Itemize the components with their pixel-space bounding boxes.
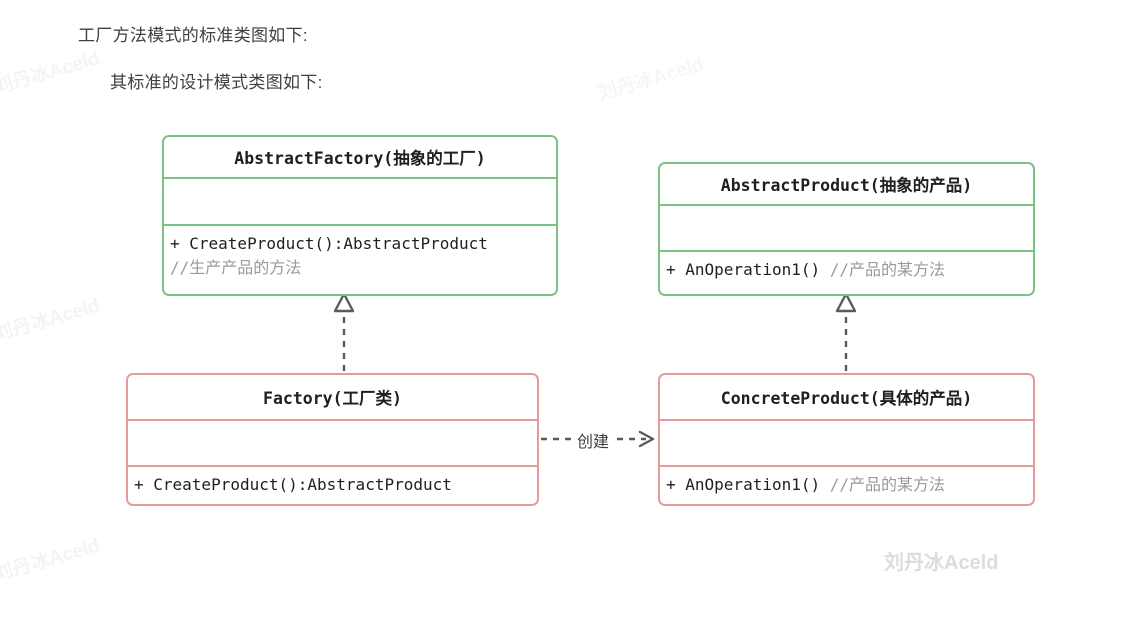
relation-label-create: 创建 — [575, 428, 612, 452]
operation-comment: //生产产品的方法 — [170, 258, 302, 278]
class-title-abstract-product: AbstractProduct(抽象的产品) — [720, 176, 973, 195]
watermark: 刘丹冰Aceld — [0, 535, 103, 586]
relation-factory-realizes-abstract-factory — [333, 292, 355, 371]
class-attributes-factory — [128, 421, 537, 465]
class-attributes-abstract-factory — [164, 179, 556, 224]
operation-row: + CreateProduct():AbstractProduct — [134, 475, 452, 494]
class-divider — [660, 204, 1033, 206]
class-attributes-abstract-product — [660, 206, 1033, 250]
operation-signature: + AnOperation1() — [666, 475, 821, 494]
operation-comment: //产品的某方法 — [829, 260, 946, 279]
watermark: 刘丹冰Aceld — [0, 295, 103, 346]
operation-comment: //产品的某方法 — [829, 475, 946, 494]
uml-class-factory[interactable]: Factory(工厂类) + CreateProduct():AbstractP… — [126, 373, 539, 506]
class-divider — [164, 224, 556, 226]
class-divider — [164, 177, 556, 179]
class-divider — [660, 465, 1033, 467]
operation-row: + CreateProduct():AbstractProduct — [170, 234, 488, 253]
class-operations-abstract-product: + AnOperation1() //产品的某方法 — [660, 252, 1033, 294]
heading-line-2: 其标准的设计模式类图如下: — [110, 73, 323, 92]
class-divider — [660, 250, 1033, 252]
uml-class-abstract-product[interactable]: AbstractProduct(抽象的产品) + AnOperation1() … — [658, 162, 1035, 296]
uml-class-abstract-factory[interactable]: AbstractFactory(抽象的工厂) + CreateProduct()… — [162, 135, 558, 296]
watermark: 刘丹冰Aceld — [595, 54, 707, 105]
class-divider — [660, 419, 1033, 421]
operation-signature: + AnOperation1() — [666, 260, 821, 279]
class-title-concrete-product: ConcreteProduct(具体的产品) — [720, 389, 973, 408]
class-operations-abstract-factory: + CreateProduct():AbstractProduct //生产产品… — [164, 226, 556, 294]
class-attributes-concrete-product — [660, 421, 1033, 465]
class-operations-concrete-product: + AnOperation1() //产品的某方法 — [660, 467, 1033, 504]
class-divider — [128, 419, 537, 421]
uml-class-concrete-product[interactable]: ConcreteProduct(具体的产品) + AnOperation1() … — [658, 373, 1035, 506]
relation-concrete-product-realizes-abstract-product — [835, 292, 857, 371]
heading-line-1: 工厂方法模式的标准类图如下: — [78, 26, 308, 45]
class-title-abstract-factory: AbstractFactory(抽象的工厂) — [234, 149, 486, 168]
operation-row: + AnOperation1() //产品的某方法 — [666, 473, 1033, 497]
class-divider — [128, 465, 537, 467]
watermark: 刘丹冰Aceld — [884, 552, 999, 574]
watermark: 刘丹冰Aceld — [0, 48, 103, 99]
class-title-factory: Factory(工厂类) — [263, 389, 402, 408]
operation-row: + AnOperation1() //产品的某方法 — [666, 258, 1033, 282]
class-operations-factory: + CreateProduct():AbstractProduct — [128, 467, 537, 504]
